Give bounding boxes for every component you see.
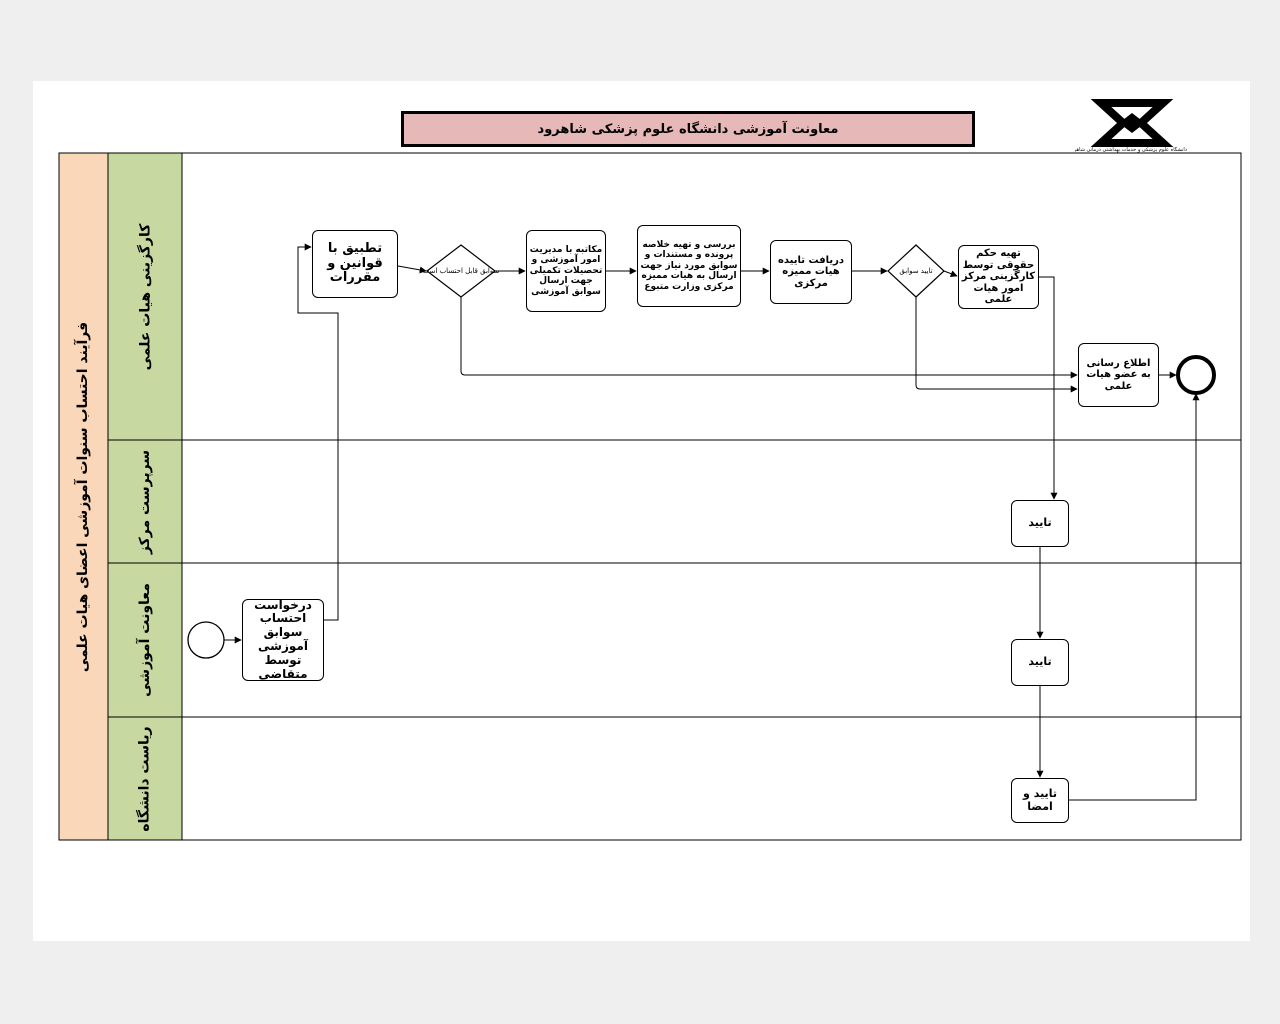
flow-connectors — [58, 152, 1242, 841]
task-notify: اطلاع رسانی به عضو هیات علمی — [1078, 343, 1159, 407]
flow-g2-notify — [915, 297, 1078, 393]
task-approve-center: تایید — [1011, 500, 1069, 547]
end-event — [1176, 355, 1216, 395]
page-title: معاونت آموزشی دانشگاه علوم پزشکی شاهرود — [401, 111, 975, 147]
lane-header-deputy — [107, 562, 183, 718]
diagram-page: معاونت آموزشی دانشگاه علوم پزشکی شاهرود … — [33, 81, 1250, 941]
task-compliance: تطبیق با قوانین و مقررات — [312, 230, 398, 298]
pool-header — [58, 152, 109, 841]
lane-header-hr — [107, 152, 183, 441]
task-correspondence: مکاتبه با مدیریت امور آموزشی و تحصیلات ت… — [526, 230, 606, 312]
task-decree: تهیه حکم حقوقی توسط کارگزینی مرکز امور ه… — [958, 245, 1039, 309]
lane-body-frame — [181, 152, 1242, 841]
university-logo-icon — [1090, 99, 1174, 147]
lane-label-hr: کارگزینی هیات علمی — [137, 223, 153, 370]
flow-g1-notify — [460, 297, 1078, 379]
gateway-g1-label: سوابق قابل احتساب است — [422, 267, 500, 275]
flow-compliance-g1 — [397, 265, 427, 274]
start-event — [187, 621, 225, 659]
lane-label-president: ریاست دانشگاه — [137, 725, 153, 832]
task-approve-sign: تایید و امضا — [1011, 778, 1069, 823]
flow-g2-decree — [943, 270, 958, 278]
lane-label-deputy: معاونت آموزشی — [137, 583, 153, 697]
task-approve-deputy: تایید — [1011, 639, 1069, 686]
lane-header-center — [107, 439, 183, 564]
task-request: درخواست احتساب سوابق آموزشی توسط متقاضی — [242, 599, 324, 681]
process-title: فرآیند احتساب سنوات آموزشی اعضای هیات عل… — [75, 321, 92, 672]
lane-label-center: سرپرست مرکز — [136, 449, 153, 554]
flow-request-compliance — [297, 243, 339, 621]
flow-president-end — [1069, 393, 1200, 801]
task-review: بررسی و تهیه خلاصه پرونده و مستندات و سو… — [637, 225, 741, 307]
logo-caption: دانشگاه علوم پزشکی و خدمات بهداشتی درمان… — [1075, 147, 1187, 153]
lane-header-president — [107, 716, 183, 841]
flow-decree-center — [1039, 276, 1058, 500]
task-receive: دریافت تاییده هیات ممیزه مرکزی — [770, 240, 852, 304]
gateway-g2-label: تایید سوابق — [899, 267, 933, 275]
